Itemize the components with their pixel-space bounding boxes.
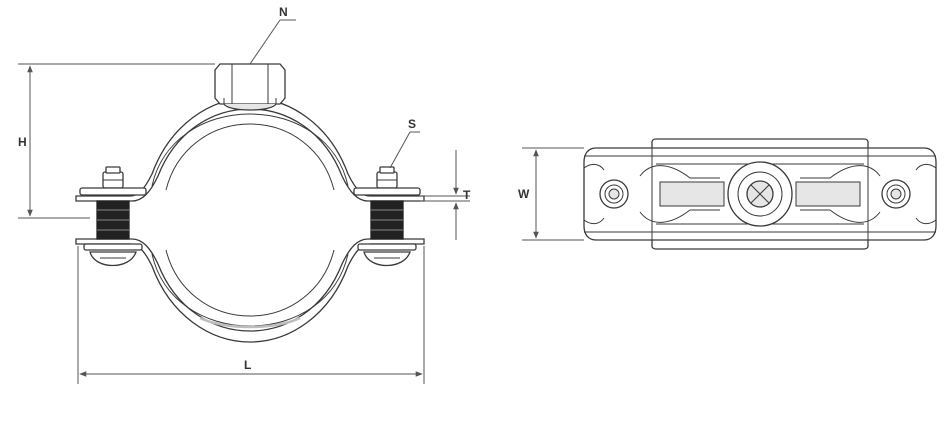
- front-view-dimensions: [18, 19, 470, 384]
- label-l: L: [244, 358, 251, 372]
- left-screw-assembly: [79, 166, 147, 266]
- top-view-center-nut-icon: [727, 161, 793, 227]
- label-w: W: [518, 187, 530, 201]
- top-view-left-screw-hole-icon: [599, 179, 629, 209]
- top-nut-icon: [214, 63, 286, 111]
- label-t: T: [463, 188, 471, 202]
- label-n: N: [279, 5, 288, 19]
- front-view: [75, 63, 425, 343]
- top-view-right-screw-hole-icon: [881, 179, 911, 209]
- top-view-dimensions: [522, 147, 584, 241]
- top-view: [583, 138, 937, 250]
- label-h: H: [18, 135, 27, 149]
- right-screw-assembly: [353, 166, 421, 266]
- label-s: S: [408, 117, 416, 131]
- upper-clamp-band: [75, 97, 425, 202]
- top-view-center-section: [651, 138, 869, 250]
- lower-clamp-band: [75, 238, 425, 343]
